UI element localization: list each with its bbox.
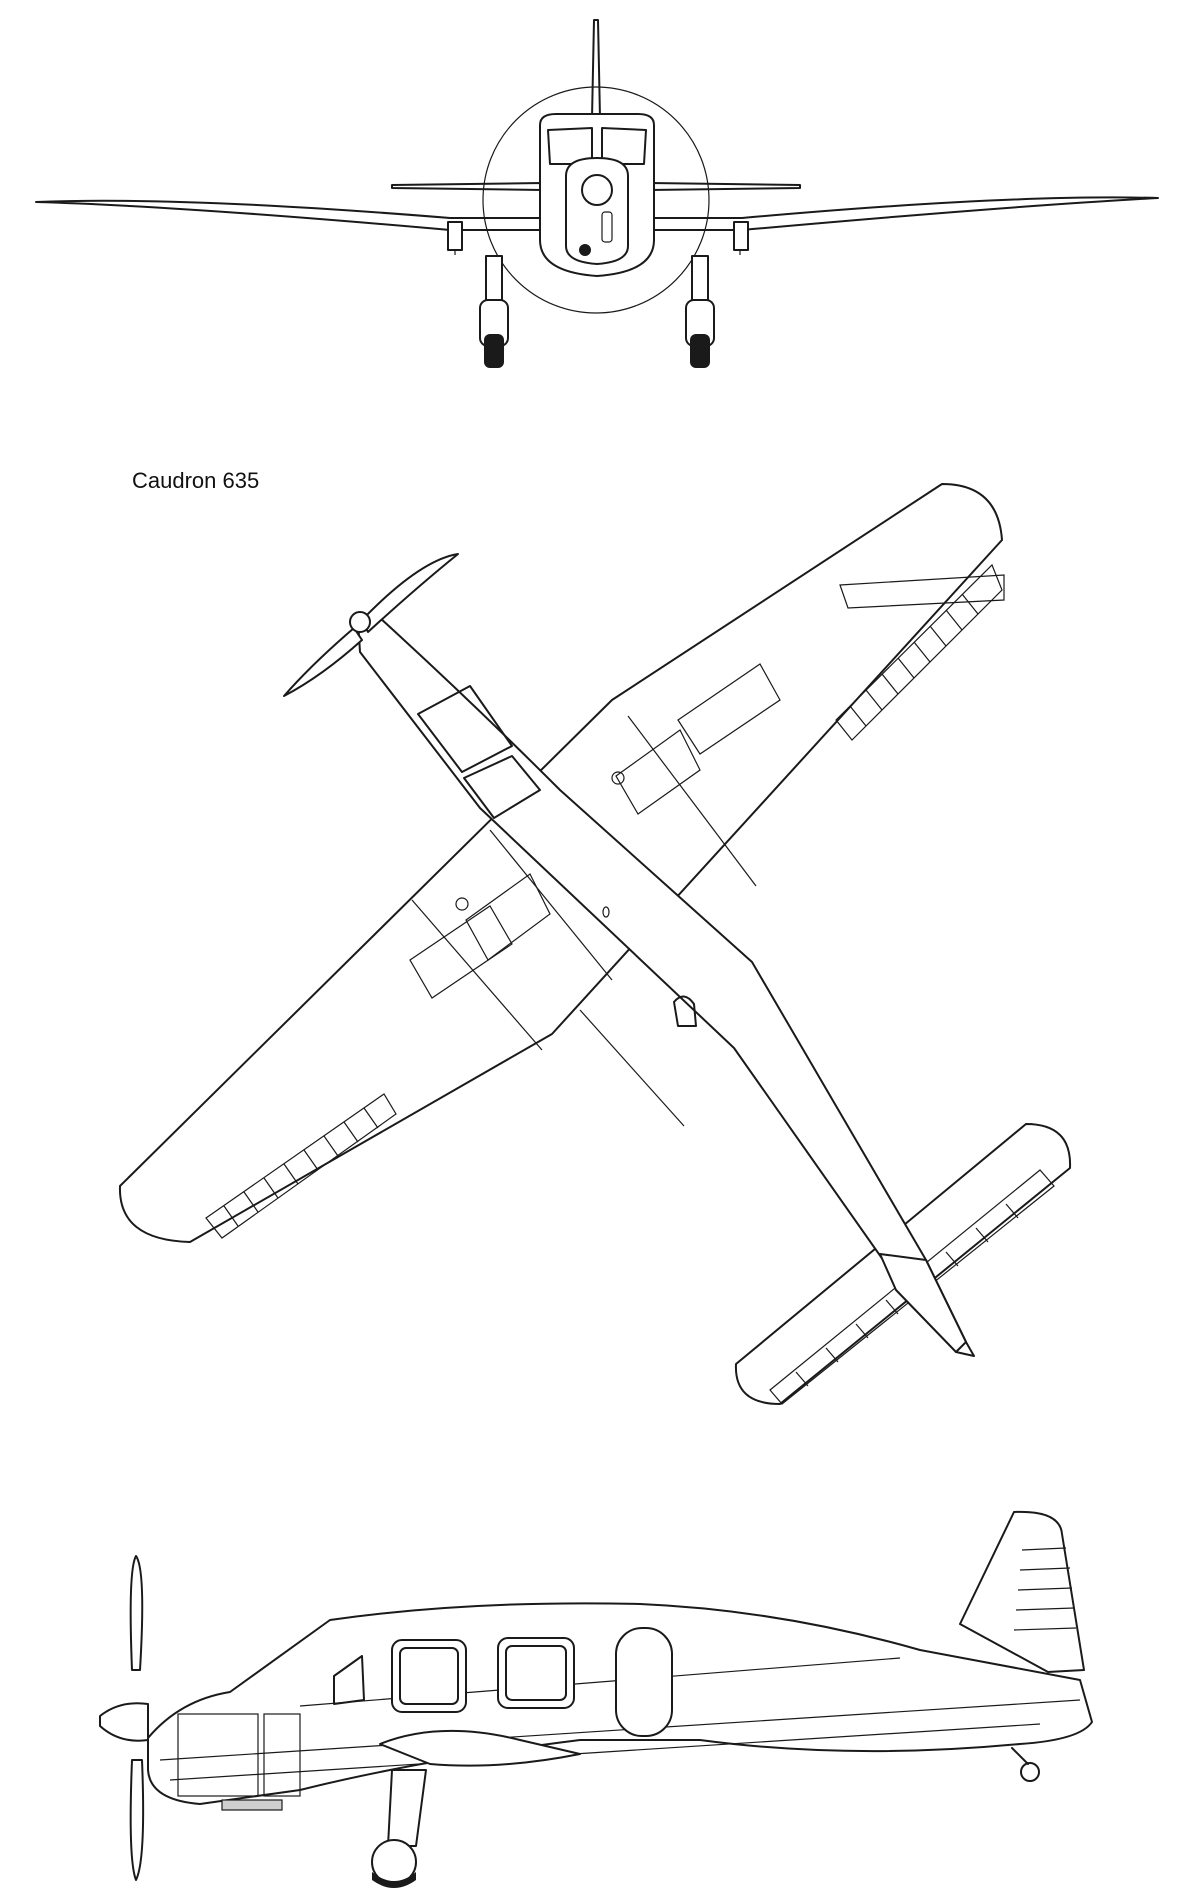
plan-spinner	[349, 611, 371, 633]
front-propeller-disc	[482, 86, 710, 314]
side-rudder	[1013, 1547, 1077, 1631]
front-gear-leg-right	[691, 255, 709, 301]
side-cowl-panel	[177, 1713, 259, 1797]
side-view	[99, 1510, 1093, 1888]
side-stringer-1	[159, 1699, 1081, 1761]
front-air-intake	[601, 211, 613, 243]
side-propeller-blade-top	[129, 1555, 144, 1671]
side-cabin-door	[615, 1627, 673, 1737]
side-window-rear	[497, 1637, 575, 1709]
front-tyre-right	[690, 334, 710, 368]
front-tailplane-left	[391, 182, 543, 191]
plan-propeller	[283, 553, 459, 697]
front-tyre-left	[484, 334, 504, 368]
plan-aileron-left	[205, 1093, 397, 1239]
plan-fuselage-frame-2	[489, 829, 613, 981]
plan-cockpit	[417, 685, 513, 773]
side-window-front-frame	[399, 1647, 459, 1705]
side-fin	[959, 1510, 1085, 1673]
side-tailwheel-leg	[1011, 1747, 1029, 1765]
front-windscreen-right	[601, 127, 647, 165]
side-tailwheel	[1020, 1762, 1040, 1782]
plan-fuel-cap-right	[611, 771, 625, 785]
plan-propeller-blade-bottom	[283, 627, 363, 697]
plan-aerial-base	[602, 906, 610, 918]
plan-view	[118, 483, 1072, 1405]
front-fin	[591, 19, 601, 119]
plan-flap-line-left	[411, 899, 543, 1051]
side-window-rear-frame	[505, 1645, 567, 1701]
aircraft-name-label: Caudron 635	[132, 468, 260, 493]
side-tyre	[372, 1872, 416, 1888]
plan-fin-root	[879, 1253, 967, 1353]
plan-fuselage-frame	[579, 1009, 685, 1127]
front-wing-root-left	[447, 221, 463, 251]
side-wing-root	[379, 1729, 581, 1767]
front-spinner	[581, 174, 613, 206]
plan-flaps	[409, 663, 781, 999]
side-exhaust-grille	[221, 1799, 283, 1811]
plan-windscreen	[463, 755, 541, 819]
front-engine-cowl	[565, 157, 629, 265]
side-propeller-blade-bottom	[129, 1759, 145, 1881]
plan-fuel-cap-left	[455, 897, 469, 911]
plan-aileron-right	[835, 563, 1005, 741]
front-wing	[35, 196, 1159, 231]
plan-hatch	[673, 995, 697, 1027]
side-spinner	[99, 1702, 149, 1742]
side-windscreen	[333, 1655, 365, 1705]
front-view	[35, 19, 1159, 368]
side-gear-leg	[387, 1769, 427, 1847]
plan-flap-line-right	[627, 715, 757, 887]
side-window-front	[391, 1639, 467, 1713]
front-gear-leg-left	[485, 255, 503, 301]
side-cowl-panel-2	[263, 1713, 301, 1797]
plan-propeller-blade-top	[361, 553, 459, 633]
front-wing-root-right	[733, 221, 749, 251]
front-tailplane-right	[649, 182, 801, 191]
front-exhaust	[579, 244, 591, 256]
side-stringer-2	[169, 1723, 1041, 1781]
